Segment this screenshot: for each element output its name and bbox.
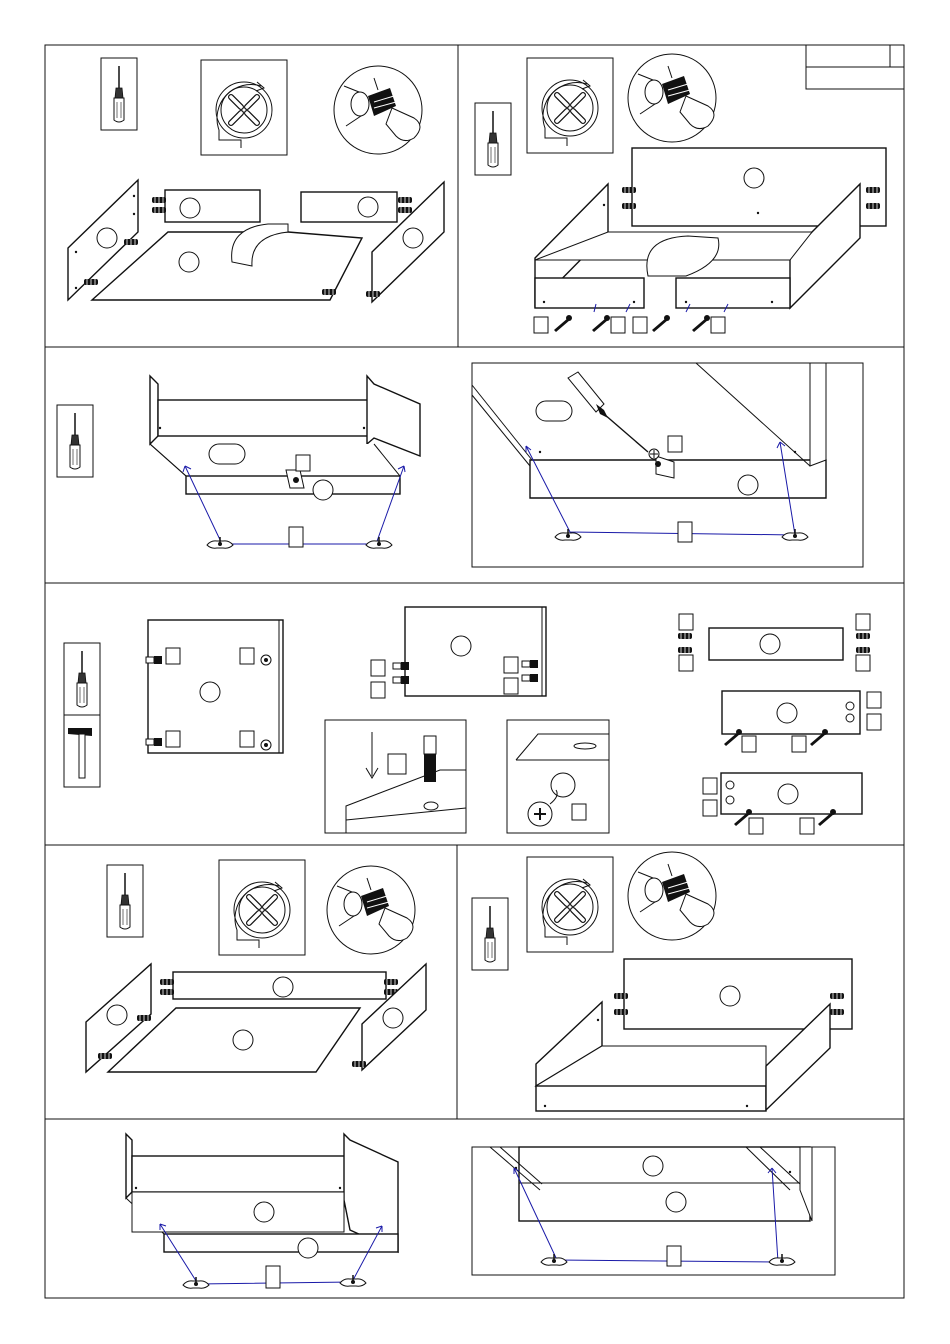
step-5-panel bbox=[64, 607, 881, 834]
screwdriver-icon bbox=[107, 865, 143, 937]
cam-insert-detail bbox=[507, 720, 609, 833]
step-9-panel bbox=[472, 1147, 835, 1275]
cam-lock-rotation-icon bbox=[527, 58, 613, 153]
step-2-panel bbox=[475, 54, 886, 333]
cam-lock-tightening-icon bbox=[628, 852, 716, 940]
step-8-panel bbox=[126, 1134, 398, 1288]
cam-lock-tightening-icon bbox=[334, 66, 422, 154]
cam-lock-tightening-icon bbox=[327, 866, 415, 954]
cam-lock-rotation-icon bbox=[219, 860, 305, 955]
dowel-insert-detail bbox=[325, 720, 466, 833]
screwdriver-icon bbox=[64, 643, 100, 715]
screwdriver-icon bbox=[475, 103, 511, 175]
step-6-panel bbox=[86, 860, 426, 1072]
step-1-panel bbox=[68, 58, 444, 302]
hammer-icon bbox=[64, 715, 100, 787]
step-3-panel bbox=[57, 376, 420, 548]
screwdriver-icon bbox=[472, 898, 508, 970]
step-7-panel bbox=[472, 852, 852, 1111]
cam-lock-rotation-icon bbox=[527, 857, 613, 952]
page-index-box bbox=[806, 45, 904, 89]
screwdriver-icon bbox=[101, 58, 137, 130]
screwdriver-icon bbox=[57, 405, 93, 477]
step-4-panel bbox=[472, 363, 863, 567]
cam-lock-rotation-icon bbox=[201, 60, 287, 155]
cam-lock-tightening-icon bbox=[628, 54, 716, 142]
